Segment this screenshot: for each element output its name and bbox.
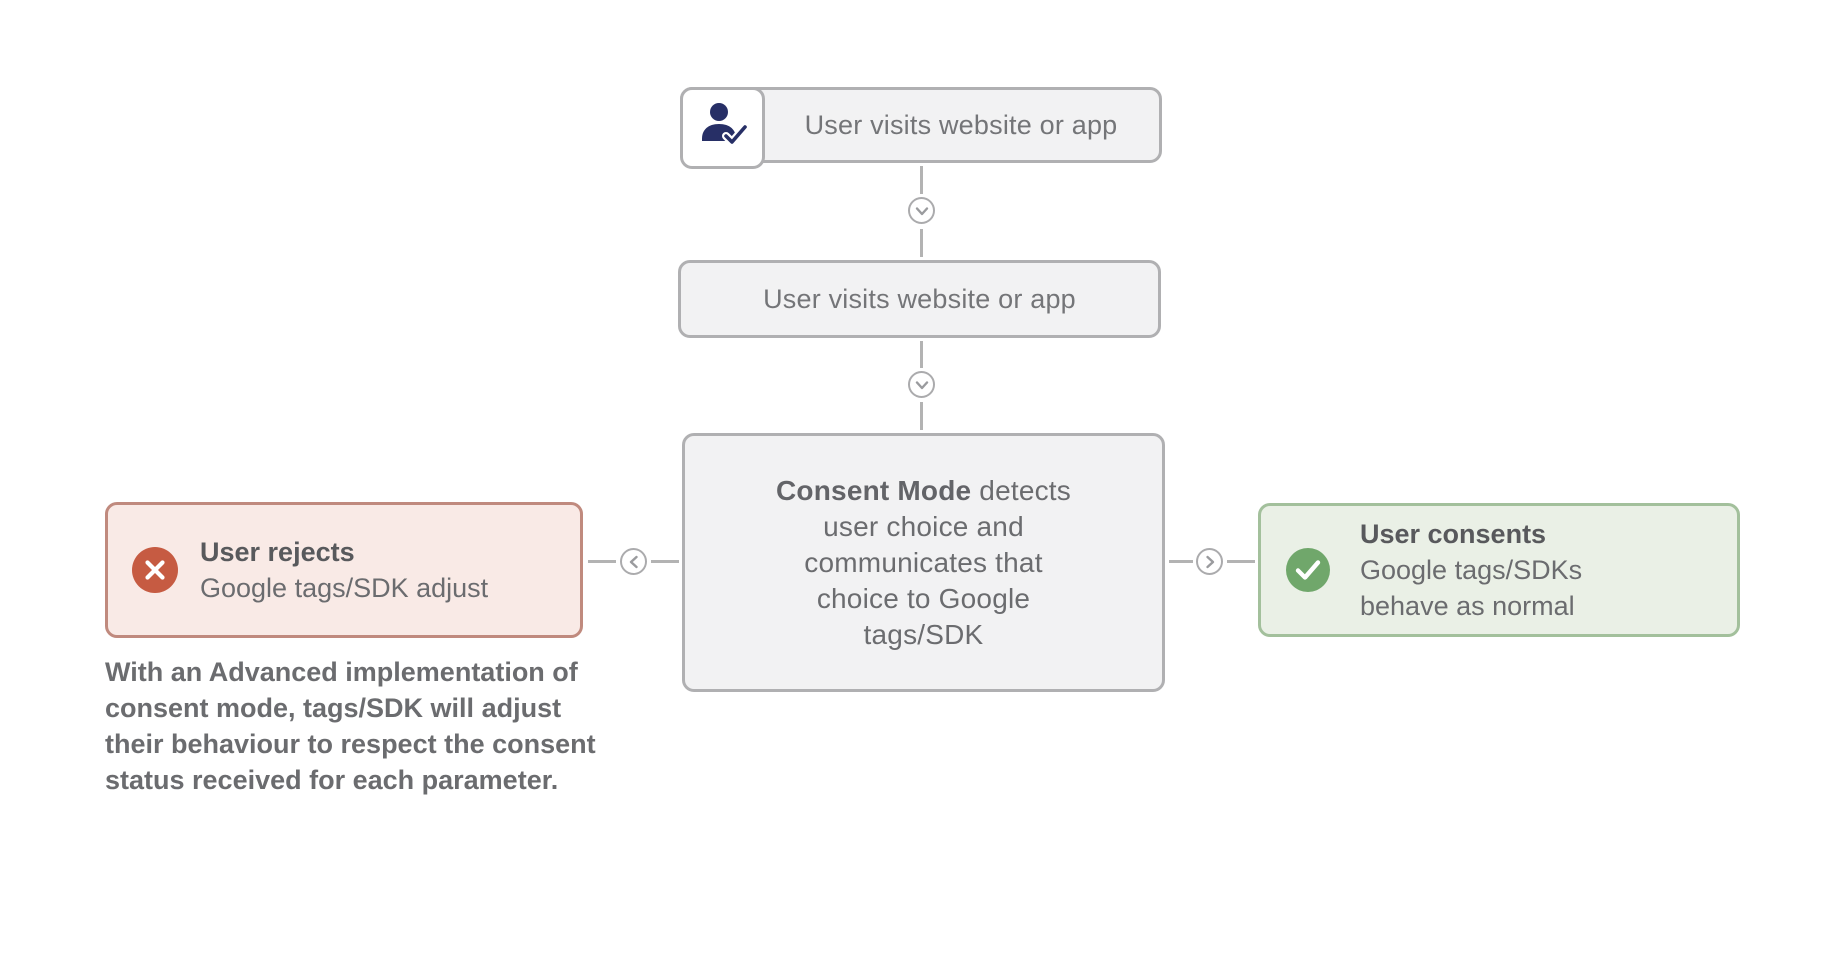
consent-mode-bold: Consent Mode — [776, 474, 972, 506]
chevron-down-icon — [908, 197, 935, 224]
node-user-rejects: User rejects Google tags/SDK adjust — [105, 502, 583, 638]
connector-line — [920, 166, 923, 194]
connector-line — [920, 402, 923, 430]
node-user-visits-second: User visits website or app — [678, 260, 1161, 338]
connector-line — [588, 560, 616, 563]
chevron-left-icon — [620, 548, 647, 575]
node-label: User visits website or app — [763, 283, 1076, 314]
user-check-icon — [697, 100, 749, 157]
reject-subtitle: Google tags/SDK adjust — [200, 573, 489, 603]
connector-line — [1227, 560, 1255, 563]
node-user-visits-top: User visits website or app — [680, 87, 1162, 169]
connector-line — [651, 560, 679, 563]
chevron-right-icon — [1196, 548, 1223, 575]
chevron-down-icon — [908, 371, 935, 398]
node-consent-mode: Consent Mode detects user choice and com… — [682, 433, 1165, 692]
node-label: User visits website or app — [804, 109, 1118, 140]
check-circle-icon — [1286, 548, 1330, 592]
connector-line — [920, 229, 923, 257]
user-icon-plate — [680, 87, 765, 169]
reject-title: User rejects — [200, 537, 355, 567]
consent-mode-text: Consent Mode detects user choice and com… — [768, 473, 1080, 653]
node-user-consents: User consents Google tags/SDKs behave as… — [1258, 503, 1740, 637]
x-circle-icon — [132, 547, 178, 593]
consent-mode-rest: detects user choice and communicates tha… — [804, 474, 1071, 650]
connector-line — [920, 341, 923, 368]
connector-line — [1169, 560, 1193, 563]
advanced-implementation-note: With an Advanced implementation of conse… — [105, 657, 596, 795]
consent-subtitle: Google tags/SDKs behave as normal — [1360, 555, 1583, 621]
consent-title: User consents — [1360, 519, 1547, 549]
